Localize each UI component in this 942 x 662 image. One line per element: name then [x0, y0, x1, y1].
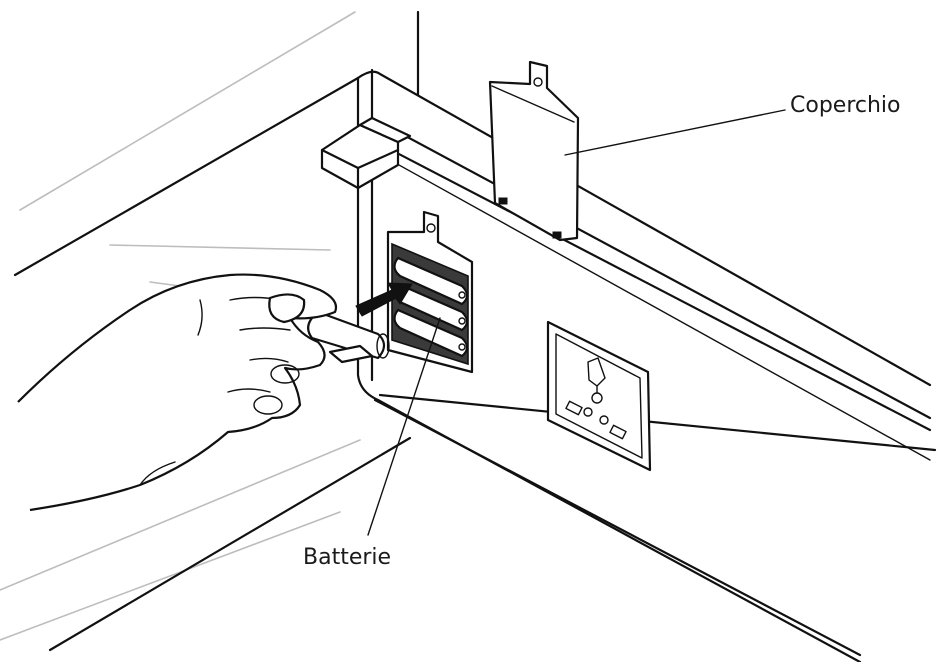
battery-cells: [393, 256, 469, 358]
lower-clip: [328, 344, 374, 364]
battery-compartment: [386, 210, 474, 374]
power-outlet: [546, 320, 652, 472]
batteries-leader-line: [367, 317, 441, 536]
insert-arrow-icon: [355, 282, 413, 317]
top-bracket: [320, 116, 412, 190]
unit-body: [356, 68, 937, 662]
hand-with-battery: [17, 273, 390, 512]
cover-leader-line: [564, 109, 786, 156]
batteries-label: Batterie: [303, 545, 392, 570]
cover-plate: [488, 60, 580, 242]
cover-label: Coperchio: [790, 93, 901, 118]
background-cabinet-lines: [0, 10, 420, 652]
